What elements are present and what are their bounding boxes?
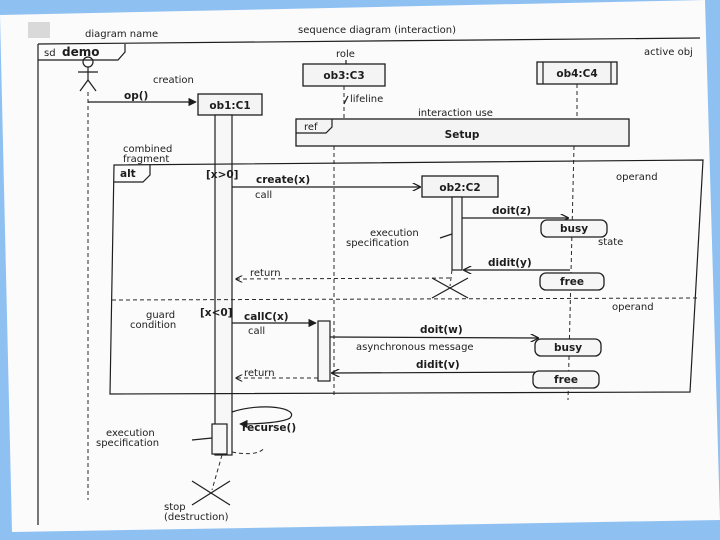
ob2-destruction-x	[431, 277, 469, 299]
ob1-destruction-x	[191, 480, 231, 506]
sd-keyword: sd	[44, 48, 56, 59]
state-free-1	[539, 272, 605, 291]
label-creation: creation	[153, 75, 194, 86]
interaction-use-name: Setup	[445, 129, 480, 141]
label-return-2: return	[244, 368, 275, 379]
guard-x-lt-0: [x<0]	[200, 307, 232, 319]
message-didit-v-arrow	[332, 372, 567, 373]
sd-demo-name: demo	[62, 45, 99, 59]
label-exec-spec-1b: specification	[346, 238, 409, 249]
label-interaction-use: interaction use	[418, 108, 493, 119]
state-free-1-label: free	[560, 276, 584, 288]
ob2-lifeline-tail	[449, 269, 453, 287]
message-doit-z-label: doit(z)	[492, 205, 531, 217]
ob3-activation-bar	[317, 320, 331, 382]
lifeline-pointer	[343, 95, 349, 105]
label-operand-2: operand	[612, 302, 654, 313]
label-return-1: return	[250, 268, 281, 279]
actor-figure	[78, 56, 98, 92]
lifeline-label-ob2: ob2:C2	[439, 182, 480, 194]
message-didit-y-label: didit(y)	[488, 257, 532, 269]
frame-top	[37, 37, 701, 45]
label-diagram-name: diagram name	[85, 29, 158, 40]
message-doit-w-arrow	[329, 337, 538, 338]
interaction-use-box	[295, 118, 630, 147]
state-busy-1	[540, 219, 608, 238]
state-busy-2-label: busy	[554, 342, 582, 354]
message-recurse-label: recurse()	[242, 422, 296, 434]
recurse-activation-bar	[211, 423, 228, 455]
label-active-obj: active obj	[644, 47, 693, 58]
corner-shadow	[28, 22, 50, 38]
ob2-activation-bar	[451, 196, 463, 271]
label-exec-spec-2b: specification	[96, 438, 159, 449]
message-doit-w-label: doit(w)	[420, 324, 463, 336]
label-combined: combined	[123, 144, 172, 155]
message-callc-label: callC(x)	[244, 311, 289, 323]
label-async-message: asynchronous message	[356, 342, 474, 353]
label-destruction: (destruction)	[164, 512, 229, 523]
state-free-2-label: free	[554, 374, 578, 386]
label-stop: stop	[164, 502, 186, 513]
ref-keyword: ref	[304, 122, 318, 133]
state-free-2	[532, 370, 600, 389]
lifeline-label-ob4: ob4:C4	[556, 68, 597, 80]
alt-fragment-frame	[109, 159, 704, 395]
alt-tab	[114, 165, 151, 183]
label-exec-spec-2a: execution	[106, 428, 155, 439]
state-busy-2	[534, 338, 602, 357]
message-didit-v-label: didit(v)	[416, 359, 460, 371]
exec-spec-2-pointer	[191, 437, 213, 441]
label-state: state	[598, 237, 623, 248]
message-create-label: create(x)	[256, 174, 310, 186]
label-call-2: call	[248, 326, 265, 337]
lifeline-label-ob1: ob1:C1	[209, 100, 250, 112]
state-busy-1-label: busy	[560, 223, 588, 235]
alt-keyword: alt	[120, 168, 136, 180]
label-sequence-title: sequence diagram (interaction)	[298, 25, 456, 36]
label-operand-1: operand	[616, 172, 658, 183]
ref-tab	[296, 119, 333, 134]
lifeline-label-ob3: ob3:C3	[323, 70, 364, 82]
guard-x-gt-0: [x>0]	[206, 169, 238, 181]
label-lifeline: lifeline	[350, 94, 383, 105]
label-role: role	[336, 49, 355, 60]
label-fragment: fragment	[123, 154, 169, 165]
ob1-activation-bar	[214, 114, 233, 456]
recurse-self-arrow	[231, 406, 293, 429]
recurse-return-arrow	[231, 447, 265, 455]
label-exec-spec-1a: execution	[370, 228, 419, 239]
ob1-lifeline-tail	[211, 454, 223, 491]
exec-spec-1-pointer	[439, 233, 453, 239]
message-op-label: op()	[124, 90, 148, 102]
label-call-1: call	[255, 190, 272, 201]
label-guard: guard	[146, 310, 175, 321]
return-1-arrow	[236, 278, 451, 279]
sd-tab-outline	[38, 44, 126, 61]
label-condition: condition	[130, 320, 176, 331]
